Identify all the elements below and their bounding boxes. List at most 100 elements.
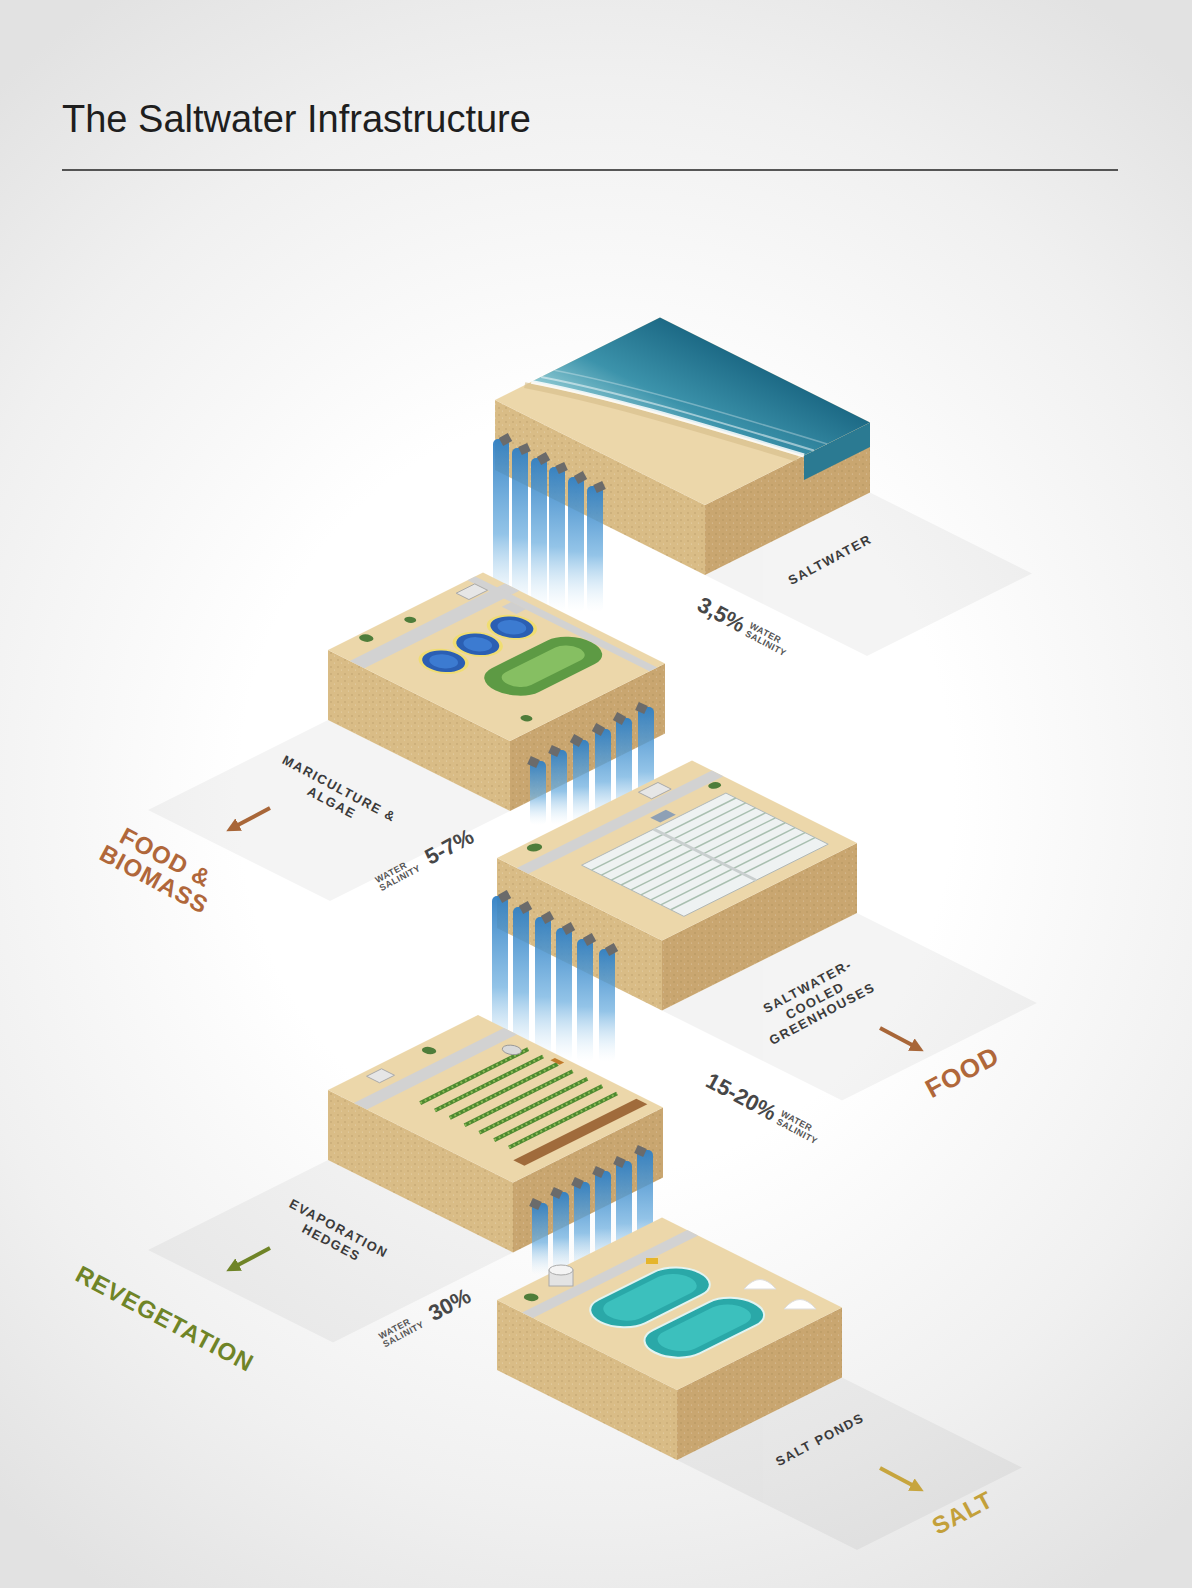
pipe: [636, 1149, 645, 1153]
greenhouse-tile: [592, 798, 816, 910]
waterfall: [587, 486, 603, 612]
hedge-tile: [328, 1015, 663, 1183]
salt-pond-tile: [521, 1292, 542, 1302]
saltwater-tile: [554, 339, 827, 475]
hedge-tile: [328, 1015, 663, 1253]
pipe: [594, 1170, 603, 1174]
stage-band: SALTWATER: [765, 520, 896, 599]
pipe: [520, 447, 529, 451]
greenhouse-tile: [638, 782, 671, 798]
hedge-tile: [435, 1057, 543, 1111]
stage-band: EVAPORATION HEDGES: [266, 1188, 404, 1281]
salt-pond-tile: [631, 1291, 777, 1364]
pipe: [500, 894, 509, 899]
pipe: [576, 475, 585, 480]
hedge-tile: [435, 1057, 543, 1111]
title: The Saltwater Infrastructure: [62, 98, 531, 141]
pipe: [615, 1160, 624, 1164]
salt-pond-tile: [497, 1218, 842, 1391]
mariculture-tile: [518, 714, 535, 722]
pipe: [529, 706, 646, 764]
greenhouse-tile: [641, 823, 785, 895]
hedge-tile: [450, 1064, 558, 1118]
greenhouse-tile: [650, 810, 676, 823]
hedge-tile: [479, 1079, 587, 1133]
salt-pond-tile: [497, 1218, 842, 1391]
stage-band: MARICULTURE & ALGAE: [268, 750, 402, 841]
pipe: [615, 716, 624, 721]
waterfall: [577, 939, 593, 1062]
mariculture-tile: [328, 573, 665, 742]
label-group: FOOD & BIOMASS: [82, 811, 238, 926]
hedge-tile: [498, 1043, 525, 1056]
stage-name: SALTWATER- COOLED GREENHOUSES: [742, 946, 888, 1053]
pipe: [500, 894, 616, 952]
greenhouse-tile: [631, 818, 775, 890]
label-group: WATER SALINITY5-7%: [372, 824, 478, 897]
salinity-value: 3,5%: [693, 592, 749, 639]
mariculture-tile: [476, 610, 547, 645]
salinity-caption: WATER SALINITY: [743, 621, 796, 661]
greenhouse-tile: [611, 808, 755, 880]
pipe: [501, 437, 604, 489]
waterfall: [549, 467, 565, 612]
greenhouse-tile: [654, 829, 756, 880]
stage-name: SALTWATER: [765, 520, 896, 599]
output-label: REVEGETATION: [72, 1261, 258, 1376]
stage-band: SALTWATER- COOLED GREENHOUSES: [742, 946, 888, 1053]
hedge-tile: [465, 1071, 573, 1125]
waterfall: [553, 1192, 569, 1275]
greenhouse-tile: [651, 828, 795, 900]
pipe: [552, 1191, 561, 1195]
salt-pond-tile: [649, 1300, 761, 1356]
saltwater-tile: [541, 346, 814, 482]
output-arrow: [880, 1468, 914, 1486]
mariculture-tile: [423, 651, 463, 671]
hedge-tile: [367, 1069, 395, 1083]
mariculture-tile: [492, 617, 532, 637]
greenhouse-tile: [582, 793, 829, 916]
waterfall: [556, 928, 572, 1062]
hedge-tile: [550, 1058, 564, 1065]
pipe: [585, 937, 594, 942]
output-arrow: [236, 808, 270, 826]
waterfall: [568, 477, 584, 612]
pipe: [531, 1149, 645, 1206]
pipe: [531, 1202, 540, 1206]
mariculture-tile: [328, 573, 665, 742]
output-label: FOOD: [921, 1042, 1004, 1103]
hedge-tile: [465, 1071, 573, 1125]
mariculture-tile: [495, 642, 592, 690]
pipe: [572, 738, 581, 743]
salt-pond-tile: [549, 1265, 573, 1275]
waterfall: [535, 917, 551, 1062]
pipe: [594, 727, 603, 732]
mariculture-tile: [456, 584, 487, 600]
output-arrow: [236, 1248, 270, 1266]
waterfall: [512, 448, 528, 612]
mariculture-tile: [482, 612, 543, 642]
label-group: WATER SALINITY30%: [375, 1283, 475, 1352]
waterfall: [573, 740, 589, 825]
salinity-value: 5-7%: [421, 824, 479, 871]
pipe: [539, 456, 548, 461]
stage-name: SALT PONDS: [755, 1400, 886, 1479]
mariculture-tile: [356, 633, 376, 643]
salinity-value: 15-20%: [701, 1068, 780, 1127]
salinity-value: 30%: [424, 1283, 475, 1327]
pipe: [557, 466, 566, 470]
hedge-tile: [479, 1079, 587, 1133]
stage-band: SALT PONDS: [755, 1400, 886, 1479]
waterfall: [532, 1203, 548, 1275]
mariculture-tile: [328, 573, 665, 812]
stage-name: MARICULTURE & ALGAE: [268, 750, 402, 841]
hedge-tile: [450, 1064, 558, 1118]
output-label: SALT: [927, 1486, 996, 1539]
greenhouse-tile: [497, 761, 857, 941]
waterfall: [599, 949, 615, 1062]
saltwater-tile: [531, 318, 870, 487]
output-label: FOOD & BIOMASS: [82, 811, 238, 926]
pipe: [637, 706, 646, 710]
pipe: [543, 915, 552, 920]
